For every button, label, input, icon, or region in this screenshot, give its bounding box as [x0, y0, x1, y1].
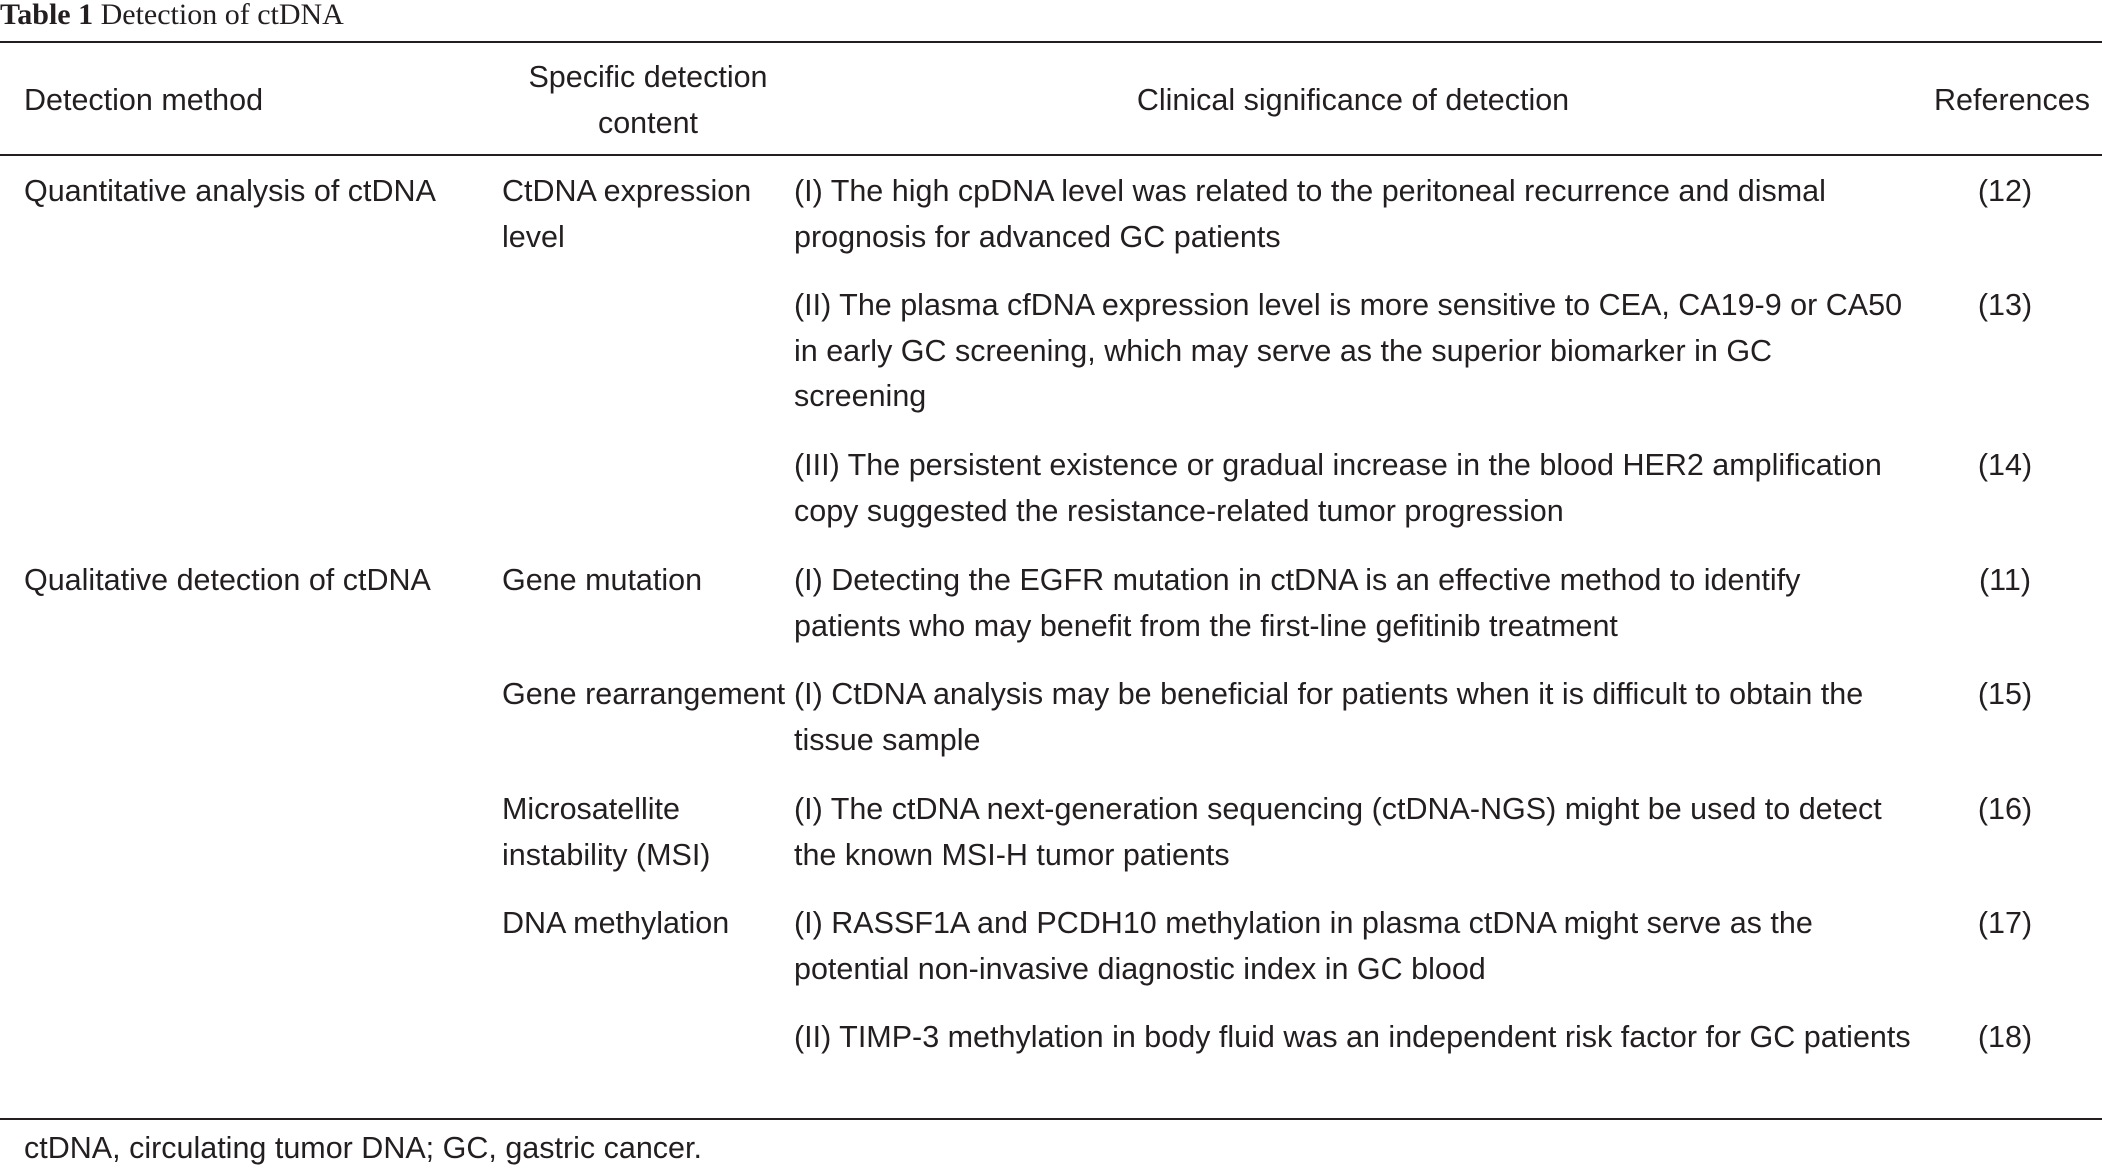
table-cell-significance: (II) TIMP-3 methylation in body fluid wa…: [794, 1020, 1911, 1054]
table-cell-method: Quantitative analysis of ctDNA: [24, 174, 436, 208]
table-cell-content: Microsatellite instability (MSI): [502, 792, 711, 872]
table-cell-significance: (I) The ctDNA next-generation sequencing…: [794, 792, 1882, 872]
header-clinical-significance: Clinical significance of detection: [1136, 83, 1570, 117]
table-cell-reference: (18): [1977, 1020, 2033, 1054]
table-cell-content: Gene rearrangement: [502, 677, 786, 711]
table-footnote: ctDNA, circulating tumor DNA; GC, gastri…: [24, 1131, 702, 1165]
table-cell-content: Gene mutation: [502, 563, 703, 597]
table-cell-reference: (14): [1977, 448, 2033, 482]
table-cell-significance: (I) Detecting the EGFR mutation in ctDNA…: [794, 563, 1801, 643]
header-references: References: [1934, 83, 2090, 117]
table-cell-significance: (I) RASSF1A and PCDH10 methylation in pl…: [794, 906, 1813, 986]
header-rule: [0, 154, 2102, 156]
table-cell-significance: (II) The plasma cfDNA expression level i…: [794, 288, 1903, 413]
header-detection-method: Detection method: [24, 83, 264, 117]
table-title: Detection of ctDNA: [100, 0, 344, 31]
table-cell-reference: (12): [1977, 174, 2033, 208]
bottom-rule: [0, 1118, 2102, 1120]
table-cell-content: DNA methylation: [502, 906, 730, 940]
table-cell-reference: (16): [1977, 792, 2033, 826]
table-number: Table 1: [0, 0, 94, 31]
table-cell-significance: (I) CtDNA analysis may be beneficial for…: [794, 677, 1864, 757]
table-cell-reference: (15): [1977, 677, 2033, 711]
table-cell-significance: (III) The persistent existence or gradua…: [794, 448, 1882, 528]
table-cell-method: Qualitative detection of ctDNA: [24, 563, 431, 597]
table-caption: Table 1 Detection of ctDNA: [0, 0, 344, 40]
table-cell-reference: (17): [1977, 906, 2033, 940]
header-specific-content: Specific detection content: [528, 60, 768, 140]
table-cell-reference: (13): [1977, 288, 2033, 322]
top-rule: [0, 41, 2102, 43]
table-cell-significance: (I) The high cpDNA level was related to …: [794, 174, 1826, 254]
table-cell-reference: (11): [1979, 563, 2031, 597]
table-cell-content: CtDNA expression level: [502, 174, 752, 254]
